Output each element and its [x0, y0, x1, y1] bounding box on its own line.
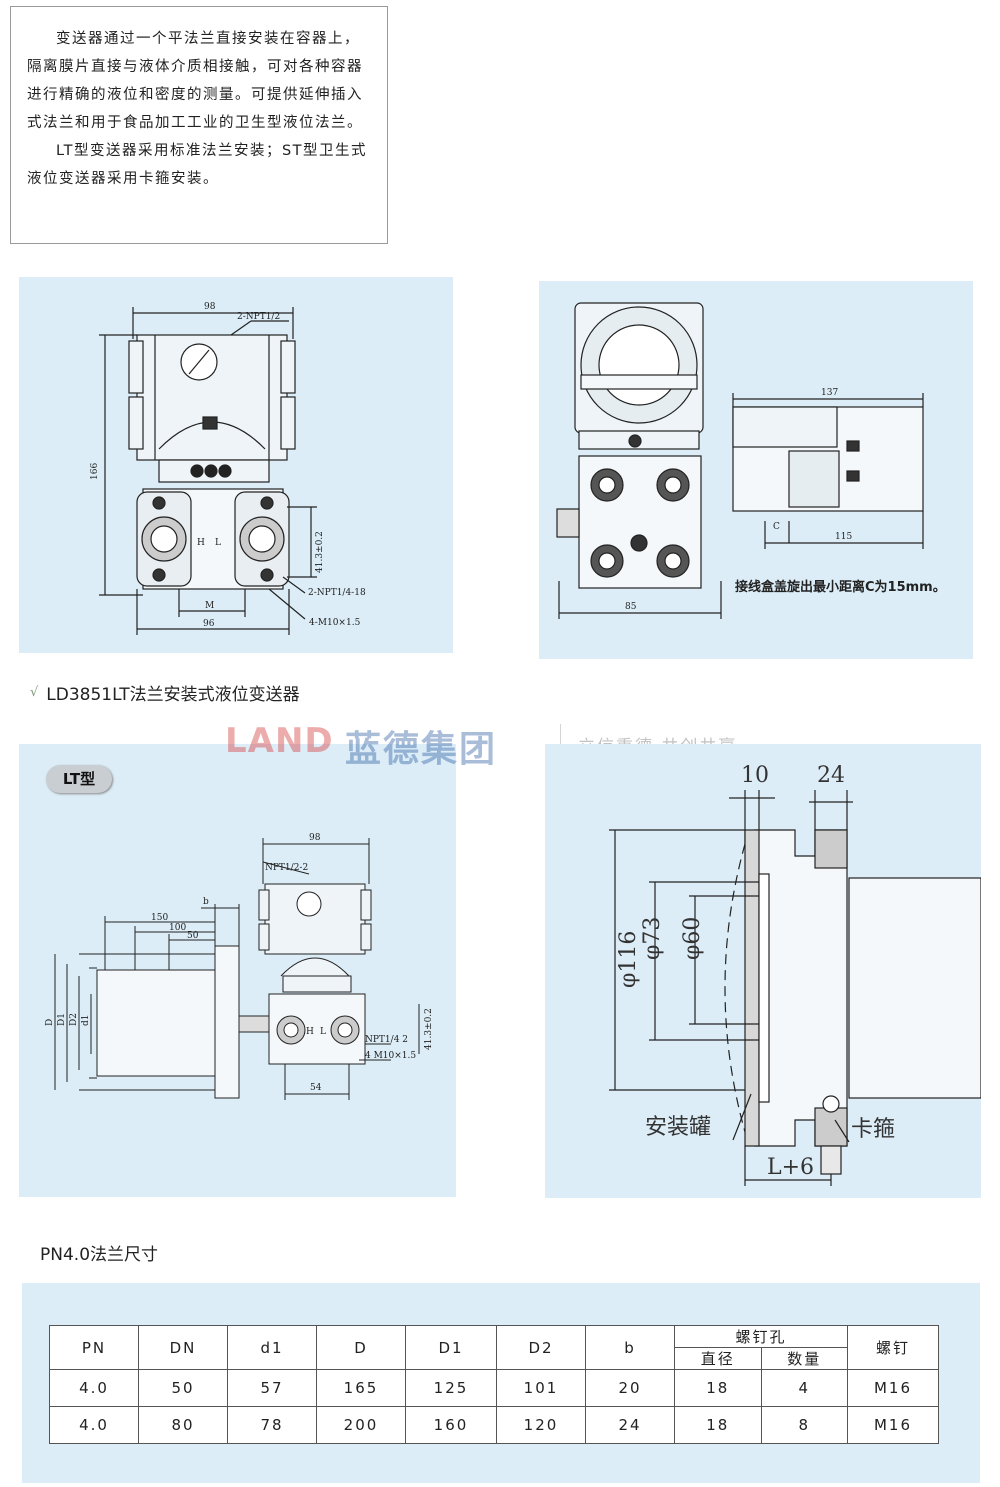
- bolt-label: 4-M10×1.5: [309, 618, 361, 628]
- table-row: 4.0 50 57 165 125 101 20 18 4 M16: [49, 1369, 939, 1407]
- watermark-divider: [560, 724, 561, 762]
- header-b: b: [585, 1325, 675, 1370]
- table-row: 4.0 80 78 200 160 120 24 18 8 M16: [49, 1406, 939, 1444]
- front-view-svg: 98 2-NPT1/2 166 H L 41.3±0.2 2-NPT1/4-18…: [90, 302, 366, 635]
- product-caption-text: LD3851LT法兰安装式液位变送器: [46, 685, 300, 705]
- product-caption: √ LD3851LT法兰安装式液位变送器: [30, 680, 300, 705]
- dim-137: 137: [821, 388, 838, 398]
- drawing-lt-type: 98 NPT1/2-2 b 150 100 50 D D1 D2 d1 H L …: [19, 744, 456, 1197]
- dim-115: 115: [835, 532, 852, 542]
- lt-bolt: 4 M10×1.5: [365, 1051, 416, 1061]
- lt-label-h: H: [306, 1027, 314, 1037]
- side-view-svg: 137 C 115 85 接线盒盖旋出最小距离C为15mm。: [556, 302, 946, 619]
- clamp-section-svg: 10 24 φ116 φ73 φ60 安装罐 卡箍 L+6: [609, 763, 981, 1186]
- dim-85: 85: [625, 602, 637, 612]
- land-logo: LAND: [225, 721, 334, 761]
- lt-type-svg: 98 NPT1/2-2 b 150 100 50 D D1 D2 d1 H L …: [45, 833, 434, 1100]
- header-quantity: 数量: [760, 1347, 848, 1370]
- intro-paragraph-1: 变送器通过一个平法兰直接安装在容器上，隔离膜片直接与液体介质相接触，可对各种容器…: [27, 31, 363, 131]
- cell-D1: 160: [405, 1406, 497, 1444]
- header-diameter: 直径: [674, 1347, 762, 1370]
- lt-dim-54: 54: [310, 1083, 322, 1093]
- cell-dn: 50: [138, 1369, 228, 1407]
- check-icon: √: [30, 685, 39, 700]
- note-c-distance: 接线盒盖旋出最小距离C为15mm。: [735, 579, 946, 595]
- lt-dim-150: 150: [151, 913, 168, 923]
- dim-98: 98: [204, 302, 216, 312]
- lt-type-badge: LT型: [46, 765, 112, 793]
- cell-dn: 80: [138, 1406, 228, 1444]
- header-dn: DN: [138, 1325, 228, 1370]
- lt-npt-side: NPT1/4 2: [365, 1035, 408, 1045]
- dim-41: 41.3±0.2: [315, 531, 325, 573]
- intro-paragraph-2: LT型变送器采用标准法兰安装；ST型卫生式液位变送器采用卡箍安装。: [27, 143, 367, 187]
- clamp-dim-24: 24: [817, 763, 845, 788]
- lt-label-D: D: [45, 1019, 55, 1026]
- npt-side-label: 2-NPT1/4-18: [308, 588, 366, 598]
- header-D1: D1: [405, 1325, 497, 1370]
- table-subheader-row: 直径 数量: [50, 1347, 939, 1370]
- lt-dim-98: 98: [309, 833, 321, 843]
- clamp-dim-l6: L+6: [767, 1155, 814, 1180]
- dim-96: 96: [203, 619, 215, 629]
- label-m: M: [205, 601, 214, 611]
- cell-D1: 125: [405, 1369, 497, 1407]
- cell-quantity: 8: [760, 1406, 848, 1444]
- cell-bolt: M16: [847, 1406, 939, 1444]
- header-bolt-hole: 螺钉孔: [674, 1325, 848, 1348]
- header-D: D: [316, 1325, 406, 1370]
- cell-pn: 4.0: [49, 1369, 139, 1407]
- clamp-phi-60: φ60: [680, 917, 705, 960]
- cell-diameter: 18: [674, 1369, 762, 1407]
- table-header-row: PN DN d1 D D1 D2 b 螺钉孔 螺钉: [49, 1325, 939, 1370]
- cell-b: 24: [585, 1406, 675, 1444]
- drawing-side-view: 137 C 115 85 接线盒盖旋出最小距离C为15mm。: [539, 281, 973, 659]
- header-pn: PN: [49, 1325, 139, 1370]
- header-bolt: 螺钉: [847, 1325, 939, 1370]
- label-install-tank: 安装罐: [645, 1115, 711, 1140]
- drawing-clamp-section: 10 24 φ116 φ73 φ60 安装罐 卡箍 L+6: [545, 744, 981, 1198]
- label-clamp: 卡箍: [851, 1117, 895, 1142]
- header-d1-small: d1: [227, 1325, 317, 1370]
- drawing-front-view: 98 2-NPT1/2 166 H L 41.3±0.2 2-NPT1/4-18…: [19, 277, 453, 653]
- lt-label-d1: d1: [81, 1015, 91, 1027]
- npt-top-label: 2-NPT1/2: [237, 312, 280, 322]
- clamp-dim-10: 10: [741, 763, 769, 788]
- cell-diameter: 18: [674, 1406, 762, 1444]
- clamp-phi-116: φ116: [616, 931, 641, 988]
- cell-pn: 4.0: [49, 1406, 139, 1444]
- lt-label-D2: D2: [69, 1013, 79, 1026]
- label-h: H: [197, 538, 205, 548]
- cell-D2: 101: [496, 1369, 586, 1407]
- lt-npt-top: NPT1/2-2: [265, 863, 308, 873]
- clamp-phi-73: φ73: [640, 917, 665, 960]
- intro-text-box: 变送器通过一个平法兰直接安装在容器上，隔离膜片直接与液体介质相接触，可对各种容器…: [10, 6, 388, 244]
- flange-dimension-table: PN DN d1 D D1 D2 b 螺钉孔 螺钉 直径 数量 4.0 50 5…: [49, 1325, 939, 1444]
- lt-dim-b: b: [203, 897, 209, 907]
- flange-table-title: PN4.0法兰尺寸: [40, 1245, 159, 1265]
- lt-label-D1: D1: [57, 1013, 67, 1026]
- cell-d1: 57: [227, 1369, 317, 1407]
- cell-D: 165: [316, 1369, 406, 1407]
- label-c: C: [773, 522, 780, 532]
- label-l: L: [215, 538, 221, 548]
- lt-dim-50: 50: [187, 931, 199, 941]
- cell-quantity: 4: [760, 1369, 848, 1407]
- cell-b: 20: [585, 1369, 675, 1407]
- company-name-watermark: 蓝德集团: [345, 729, 498, 770]
- cell-D: 200: [316, 1406, 406, 1444]
- cell-bolt: M16: [847, 1369, 939, 1407]
- dim-166: 166: [90, 463, 100, 480]
- cell-d1: 78: [227, 1406, 317, 1444]
- lt-dim-41: 41.3±0.2: [424, 1008, 434, 1050]
- lt-label-l: L: [320, 1027, 326, 1037]
- lt-dim-100: 100: [169, 923, 186, 933]
- cell-D2: 120: [496, 1406, 586, 1444]
- header-D2: D2: [496, 1325, 586, 1370]
